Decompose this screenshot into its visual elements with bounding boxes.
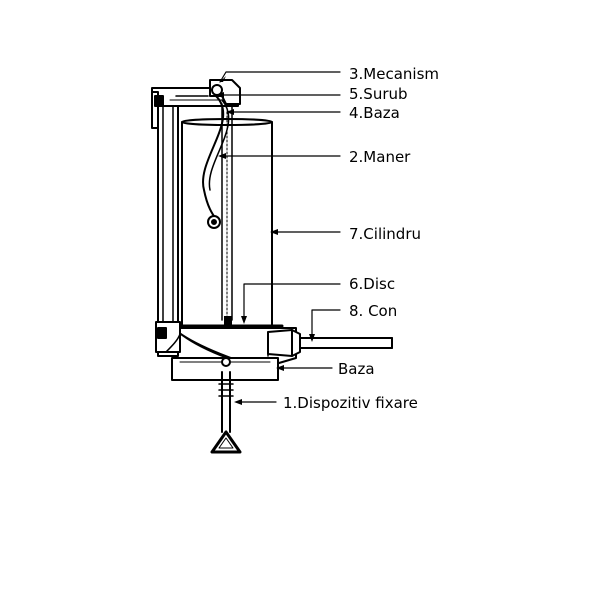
- labels: 3.Mecanism 5.Surub 4.Baza 2.Maner 7.Cili…: [283, 65, 439, 412]
- label-dispozitiv: 1.Dispozitiv fixare: [283, 394, 418, 412]
- disc: [178, 316, 284, 328]
- clamp-device: [210, 357, 242, 454]
- label-cilindru: 7.Cilindru: [349, 225, 421, 243]
- lower-left-bracket: [155, 321, 181, 353]
- mechanism-head: [209, 79, 241, 105]
- base-housing: [169, 327, 297, 381]
- top-crossbar: [151, 87, 239, 129]
- leader-arrows: [216, 76, 315, 405]
- leader-lines: [219, 71, 341, 403]
- handle: [202, 95, 230, 229]
- label-maner: 2.Maner: [349, 148, 411, 166]
- label-con: 8. Con: [349, 302, 397, 320]
- cone-nozzle: [267, 329, 393, 357]
- label-baza-top: 4.Baza: [349, 104, 400, 122]
- left-rail: [157, 87, 179, 357]
- label-baza-bottom: Baza: [338, 360, 375, 378]
- label-mecanism: 3.Mecanism: [349, 65, 439, 83]
- label-disc: 6.Disc: [349, 275, 395, 293]
- label-surub: 5.Surub: [349, 85, 408, 103]
- threaded-rod: [221, 103, 233, 321]
